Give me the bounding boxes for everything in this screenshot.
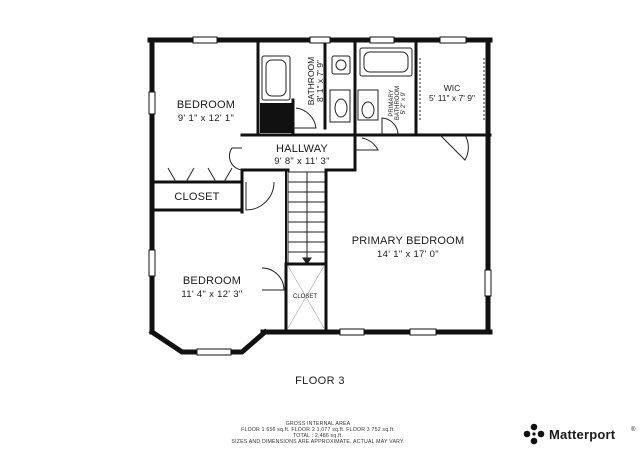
- toilet-icon: [329, 89, 351, 123]
- room-dims-hallway: 9' 8" x 11' 3": [274, 156, 330, 167]
- brand-name: Matterport: [549, 427, 616, 442]
- matterport-logo-icon: [523, 423, 545, 445]
- room-dims-bedroom-bottom: 11' 4" x 12' 3": [181, 289, 242, 300]
- room-dims-bedroom-top: 9' 1" x 12' 1": [178, 113, 234, 124]
- window: [192, 36, 218, 44]
- area-disclaimer: SIZES AND DIMENSIONS ARE APPROXIMATE, AC…: [231, 439, 404, 445]
- area-title: GROSS INTERNAL AREA: [286, 421, 351, 427]
- room-name-hallway: HALLWAY: [276, 143, 328, 155]
- windows: [148, 36, 492, 356]
- staircase: [287, 171, 327, 265]
- room-name-primary-bath-2: BATHROOM: [395, 86, 401, 120]
- area-floors: FLOOR 1 656 sq.ft. FLOOR 2 1,077 sq.ft. …: [241, 427, 395, 433]
- room-labels: BEDROOM 9' 1" x 12' 1" BATHROOM 8' 1" x …: [174, 57, 475, 300]
- room-dims-primary-bedroom: 14' 1" x 17' 0": [377, 249, 439, 260]
- room-name-closet-small: CLOSET: [293, 294, 317, 300]
- utility-chase: [260, 103, 293, 133]
- brand-mark: ®: [631, 426, 636, 433]
- area-total: TOTAL : 2,486 sq.ft.: [293, 433, 343, 439]
- room-name-primary-bedroom: PRIMARY BEDROOM: [352, 235, 465, 247]
- room-dims-primary-bath: 5' 2" x 9': [401, 92, 407, 114]
- area-info: GROSS INTERNAL AREA FLOOR 1 656 sq.ft. F…: [231, 421, 404, 445]
- bathtub-icon: [261, 55, 291, 101]
- floor-label: FLOOR 3: [295, 375, 345, 387]
- room-name-bedroom-bottom: BEDROOM: [183, 275, 241, 287]
- doors: [167, 107, 469, 291]
- room-dims-bathroom: 8' 1" x 7' 9": [315, 60, 325, 102]
- tub-icon: [359, 47, 413, 77]
- room-name-bedroom-top: BEDROOM: [177, 99, 235, 111]
- room-dims-wic: 5' 11" x 7' 9": [429, 93, 475, 103]
- room-name-primary-bath-1: PRIMARY: [389, 89, 395, 116]
- room-name-bathroom: BATHROOM: [306, 57, 316, 105]
- door-swing: [245, 181, 275, 211]
- room-name-wic: WIC: [444, 83, 461, 93]
- room-name-closet: CLOSET: [174, 191, 219, 203]
- toilet-icon-2: [357, 89, 379, 121]
- sink-icon: [331, 55, 351, 75]
